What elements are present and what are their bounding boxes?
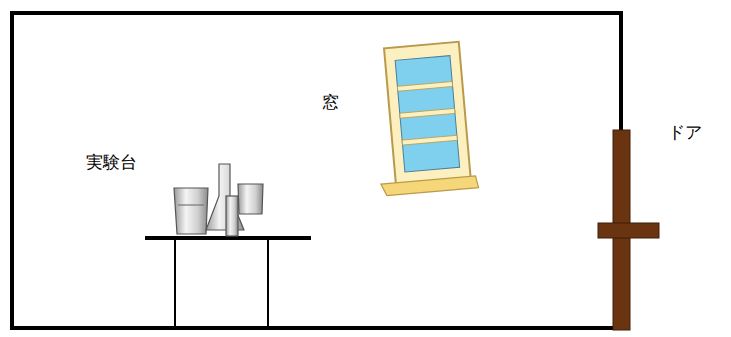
lab-table: [145, 238, 311, 328]
door: [598, 130, 659, 330]
room-label: 窓: [322, 92, 339, 112]
window: [369, 41, 478, 196]
glassware: [174, 164, 263, 236]
room-label: 実験台: [86, 152, 137, 172]
room-label: ドア: [668, 122, 702, 142]
room-walls: [10, 11, 623, 330]
